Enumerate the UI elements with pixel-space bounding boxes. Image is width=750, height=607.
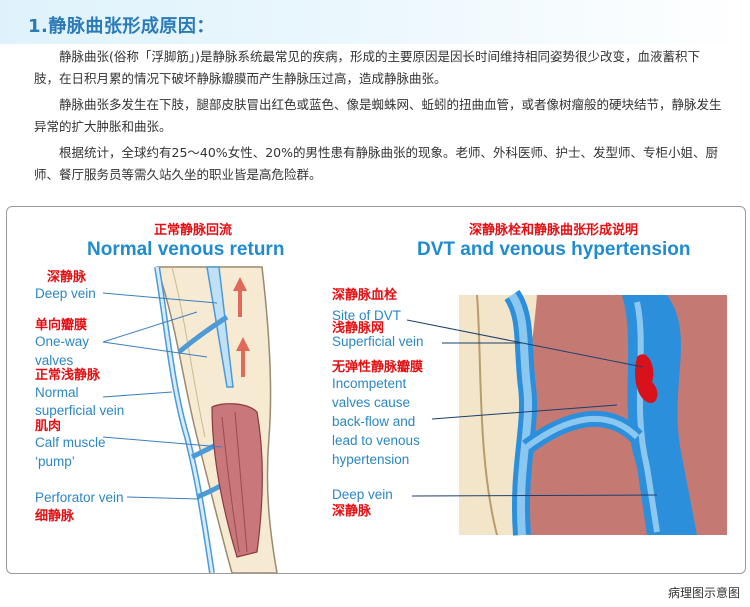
calf-muscle-label-en-2: ‘pump’ (35, 454, 75, 469)
dvt-site-label-cn: 深静脉血栓 (332, 288, 398, 303)
paragraph-statistics: 根据统计，全球约有25～40%女性、20%的男性患有静脉曲张的现象。老师、外科医… (34, 142, 724, 186)
perforator-vein-label-cn: 细静脉 (35, 509, 75, 524)
superficial-vein-network-label-cn: 浅静脉网 (332, 321, 385, 336)
valves-label-en-2: valves (35, 353, 74, 368)
paragraph-text: 静脉曲张多发生在下肢，腿部皮肤冒出红色或蓝色、像是蜘蛛网、蚯蚓的扭曲血管，或者像… (34, 97, 722, 134)
figure-caption: 病理图示意图 (667, 586, 740, 600)
incompetent-valves-label-cn: 无弹性静脉瓣膜 (332, 360, 424, 375)
incompetent-valves-label-en-5: hypertension (332, 452, 410, 467)
incompetent-valves-label-en-2: valves cause (332, 395, 411, 410)
normal-venous-return-illustration (102, 266, 727, 573)
perforator-vein-label-en: Perforator vein (35, 490, 124, 505)
incompetent-valves-label-en-1: Incompetent (332, 376, 407, 391)
paragraph-text: 静脉曲张(俗称「浮脚筋」)是静脉系统最常见的疾病，形成的主要原因是因长时间维持相… (34, 49, 701, 86)
incompetent-valves-label-en-3: back-flow and (332, 414, 416, 429)
dvt-title-en: DVT and venous hypertension (417, 239, 691, 260)
deep-vein-label-en-right: Deep vein (332, 487, 393, 502)
incompetent-valves-label-en-4: lead to venous (332, 433, 420, 448)
dvt-title-cn: 深静脉栓和静脉曲张形成说明 (469, 223, 639, 238)
calf-muscle-label-en-1: Calf muscle (35, 435, 106, 450)
paragraph-text: 根据统计，全球约有25～40%女性、20%的男性患有静脉曲张的现象。老师、外科医… (34, 145, 718, 182)
normal-return-title-en: Normal venous return (87, 239, 285, 260)
section-title: 1.静脉曲张形成原因： (28, 16, 215, 37)
deep-vein-label-en: Deep vein (35, 286, 96, 301)
deep-vein-label-cn: 深静脉 (47, 270, 87, 285)
valves-label-cn: 单向瓣膜 (35, 318, 88, 333)
superficial-vein-label-en: Superficial vein (332, 334, 424, 349)
valves-label-en-1: One-way (35, 334, 90, 349)
superficial-vein-label-en-1: Normal (35, 385, 79, 400)
paragraph-symptoms: 静脉曲张多发生在下肢，腿部皮肤冒出红色或蓝色、像是蜘蛛网、蚯蚓的扭曲血管，或者像… (34, 94, 724, 138)
dvt-site-label-en: Site of DVT (332, 308, 402, 323)
deep-vein-label-cn-right: 深静脉 (332, 504, 372, 519)
superficial-vein-label-en-2: superficial vein (35, 403, 125, 418)
paragraph-definition: 静脉曲张(俗称「浮脚筋」)是静脉系统最常见的疾病，形成的主要原因是因长时间维持相… (34, 46, 724, 90)
calf-muscle-label-cn: 肌肉 (35, 419, 62, 434)
illustration-panel: 正常静脉回流 Normal venous return 深静脉 Deep vei… (6, 206, 746, 574)
superficial-vein-label-cn: 正常浅静脉 (35, 368, 101, 383)
normal-return-title-cn: 正常静脉回流 (154, 223, 233, 238)
section-header-bar (0, 0, 750, 44)
